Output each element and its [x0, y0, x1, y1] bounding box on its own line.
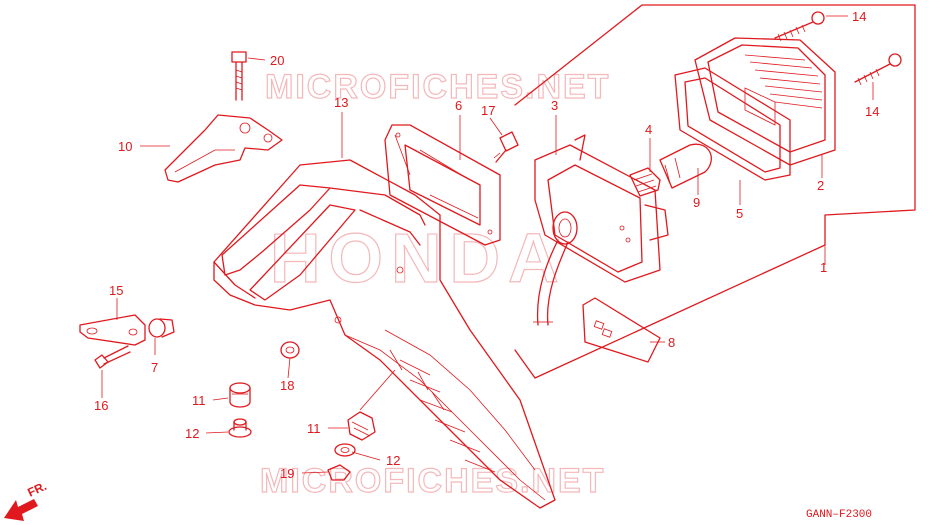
- rear-fender: [213, 159, 556, 509]
- watermark-brand: HONDA: [270, 219, 567, 297]
- callout-10: 10: [118, 139, 132, 154]
- bolt-20: [231, 51, 247, 101]
- collar-7: [148, 318, 175, 338]
- reflector: [582, 297, 661, 363]
- callout-9: 9: [693, 195, 700, 210]
- grommet-11-right: [347, 411, 376, 441]
- front-label: FR.: [25, 479, 48, 500]
- callout-11-right: 11: [307, 421, 321, 436]
- callout-7: 7: [151, 360, 158, 375]
- assembly-outline: [514, 4, 916, 379]
- callout-12-right: 12: [386, 453, 400, 468]
- screw-14-top: [774, 11, 825, 42]
- callout-6: 6: [455, 98, 462, 113]
- bulb-socket: [629, 167, 661, 197]
- nut-19: [327, 464, 351, 481]
- grommet-11-left: [229, 382, 251, 408]
- callout-19: 19: [280, 466, 294, 481]
- callout-14-top: 14: [852, 9, 866, 24]
- callout-14-right: 14: [865, 104, 879, 119]
- callout-labels: 1 2 3 4 5 6 7 8 9 10 11 11 12 12 13 14 1…: [94, 9, 879, 481]
- watermark-site-bottom: MICROFICHES.NET: [260, 462, 605, 500]
- callout-15: 15: [109, 283, 123, 298]
- callout-1: 1: [820, 260, 827, 275]
- callout-11-left: 11: [192, 393, 206, 408]
- callout-3: 3: [551, 98, 558, 113]
- callout-16: 16: [94, 398, 108, 413]
- callout-4: 4: [645, 122, 652, 137]
- callout-18: 18: [280, 378, 294, 393]
- callout-17: 17: [481, 103, 495, 118]
- license-plate-bracket: [384, 124, 501, 246]
- callout-13: 13: [334, 95, 348, 110]
- callout-12-left: 12: [185, 426, 199, 441]
- watermark-site-top: MICROFICHES.NET: [265, 68, 610, 106]
- bracket-10: [164, 114, 283, 183]
- callout-20: 20: [270, 53, 284, 68]
- front-direction-indicator: FR.: [4, 479, 49, 521]
- diagram-code: GANN–F2300: [806, 509, 872, 521]
- callout-8: 8: [668, 335, 675, 350]
- collar-12-right: [334, 443, 356, 457]
- tail-lens: [694, 37, 836, 166]
- front-arrow-icon: [4, 499, 38, 521]
- leader-lines: [101, 15, 874, 474]
- bulb: [659, 143, 712, 189]
- callout-2: 2: [817, 178, 824, 193]
- taillight-base: [533, 134, 669, 326]
- callout-5: 5: [736, 206, 743, 221]
- bolt-16: [94, 345, 131, 369]
- collar-12-left: [228, 418, 252, 438]
- screw-14-right: [854, 53, 902, 86]
- stay-15: [79, 314, 146, 346]
- bolt-17: [493, 131, 519, 163]
- grommet-18: [280, 341, 300, 359]
- lens-gasket: [674, 67, 791, 181]
